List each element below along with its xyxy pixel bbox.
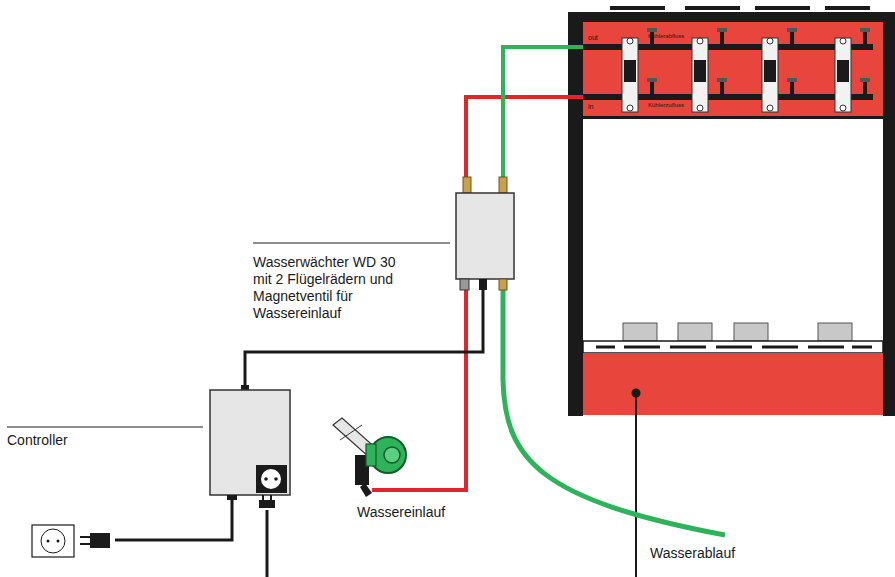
cooler-part xyxy=(840,105,846,111)
cooler-part xyxy=(863,30,867,48)
pipe-label: Kühlerzufluss xyxy=(648,102,684,109)
cooler-part xyxy=(767,105,773,111)
cooler-part xyxy=(647,28,657,32)
cooler-part xyxy=(622,38,638,112)
pipe-label: Wassereinlauf xyxy=(357,504,445,521)
cooler-part xyxy=(787,78,797,82)
cooler-part xyxy=(627,105,633,111)
cooler-part xyxy=(790,30,794,48)
cooler-part xyxy=(787,28,797,32)
device-label: Wasserwächter WD 30 mit 2 Flügelrädern u… xyxy=(253,254,399,322)
pipe-label: Kühlerabfluss xyxy=(648,33,684,40)
cooler-part xyxy=(720,30,724,48)
port-label: in xyxy=(588,102,593,111)
cooler-part xyxy=(697,105,703,111)
device-label: Controller xyxy=(7,432,68,449)
cooler-part xyxy=(863,80,867,98)
cooler-part xyxy=(790,80,794,98)
cooler-part xyxy=(717,78,727,82)
cooler-part xyxy=(627,38,633,44)
cooler-part xyxy=(767,38,773,44)
cooler-part xyxy=(764,60,776,82)
cooler-part xyxy=(697,38,703,44)
port-label: out xyxy=(588,33,598,42)
cooler-part xyxy=(860,78,870,82)
cooler-part xyxy=(837,60,849,82)
cooler-part xyxy=(860,28,870,32)
cooler-part xyxy=(762,38,778,112)
cooler-part xyxy=(835,38,851,112)
cooler-part xyxy=(647,78,657,82)
cooler-part xyxy=(624,60,636,82)
cooler-part xyxy=(720,80,724,98)
cooler-part xyxy=(717,28,727,32)
cooler-part xyxy=(692,38,708,112)
cooler-part xyxy=(694,60,706,82)
cooler-part xyxy=(650,80,654,98)
cooler-part xyxy=(840,38,846,44)
pipe-label: Wasserablauf xyxy=(650,545,735,562)
